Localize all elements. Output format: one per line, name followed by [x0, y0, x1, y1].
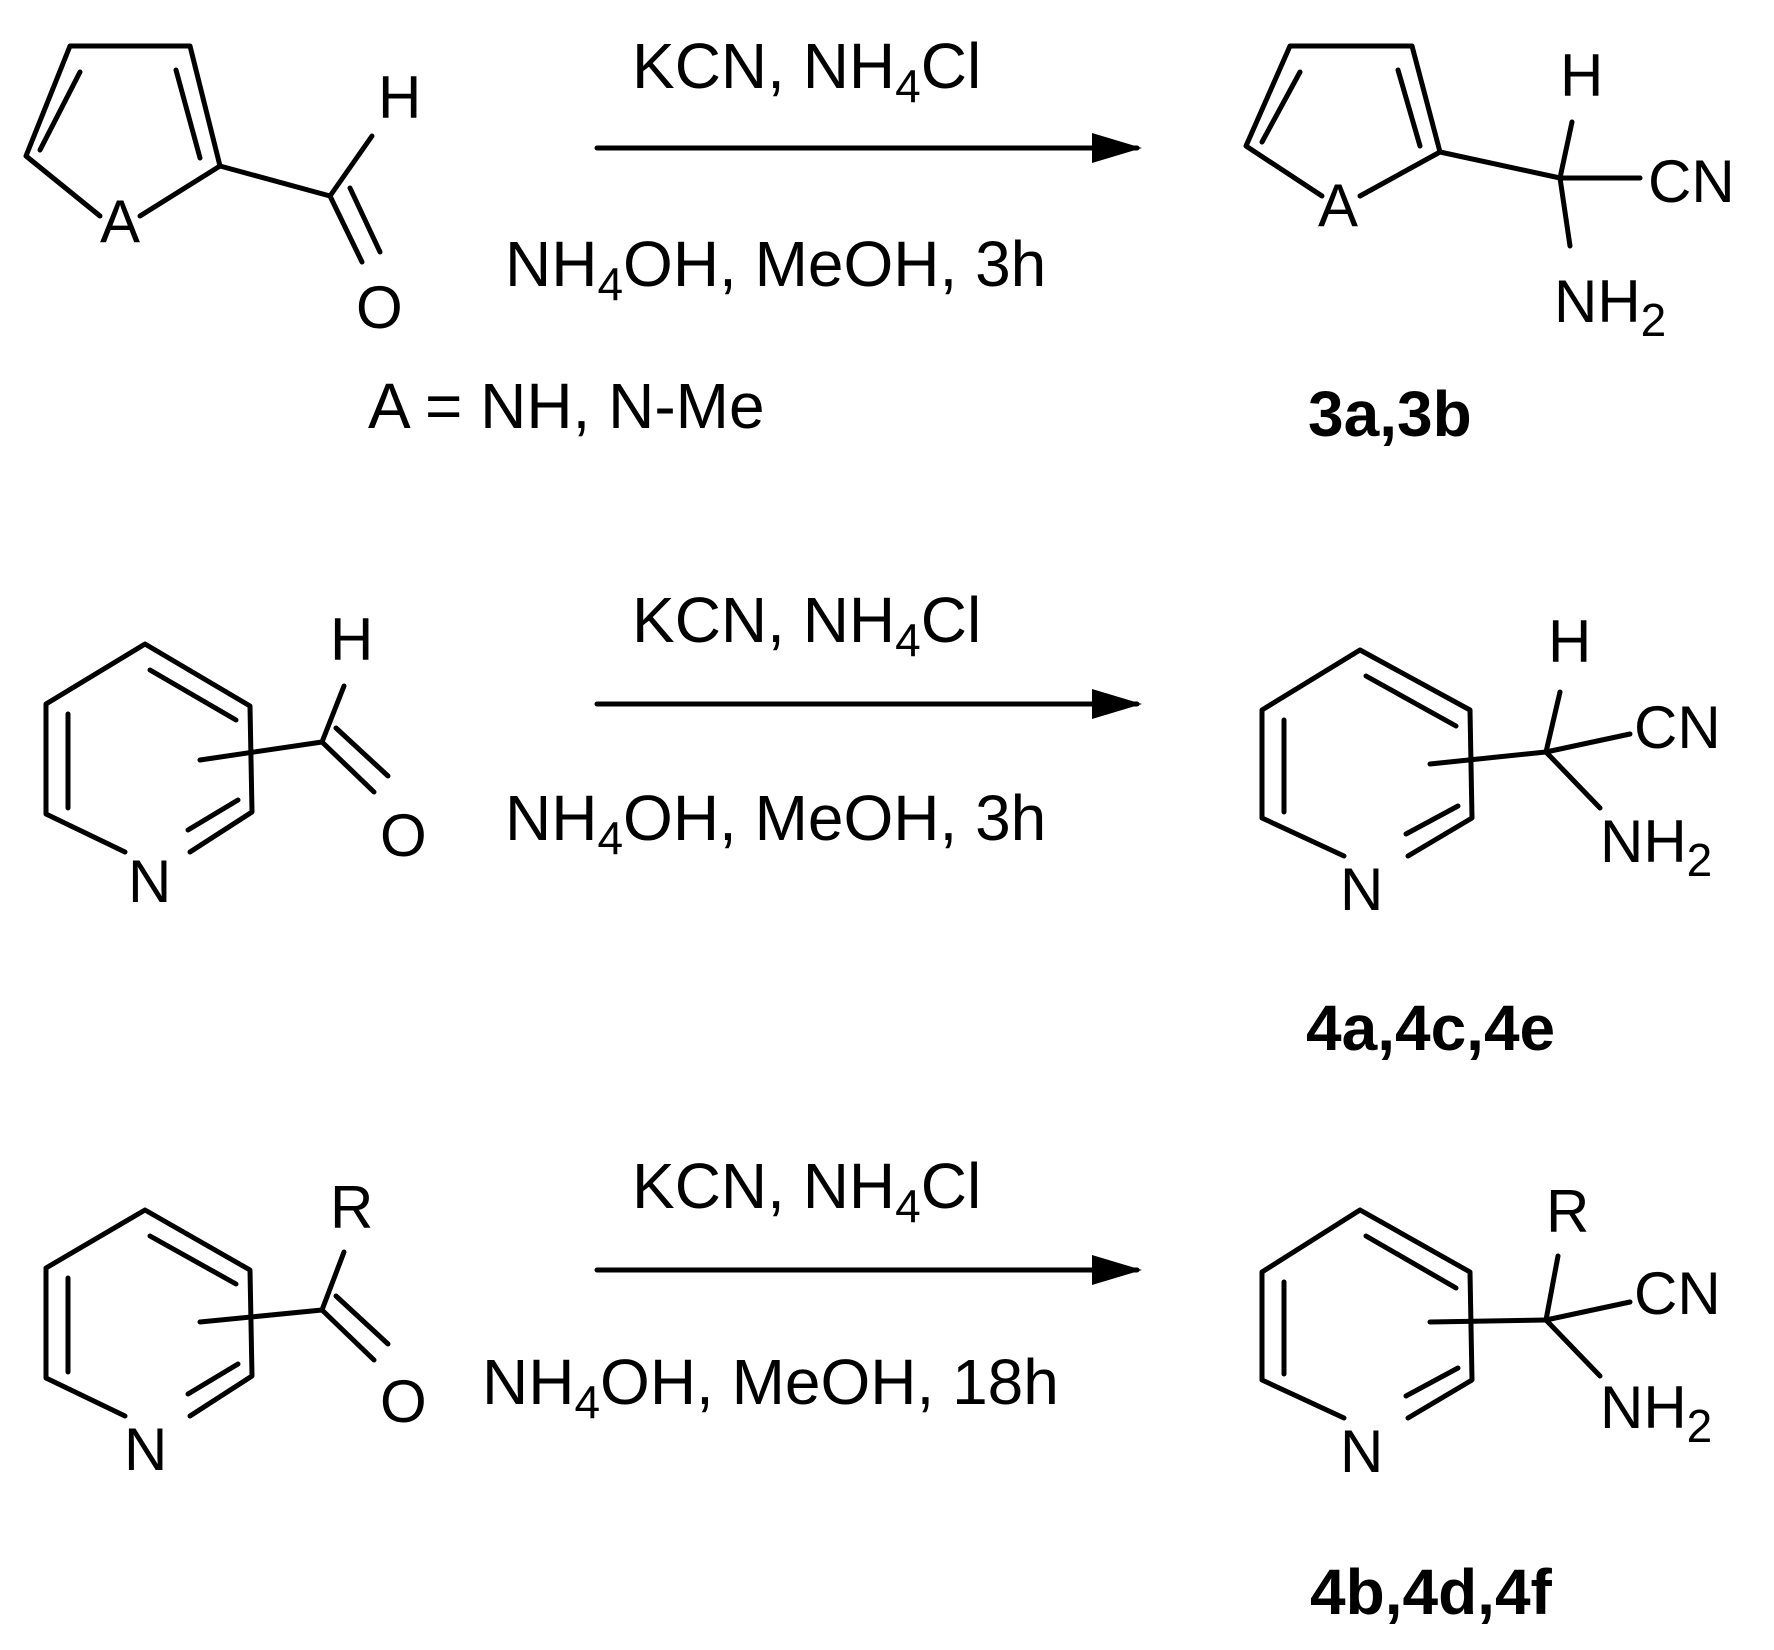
reactant-2-oxygen: O [380, 802, 427, 869]
reactant-3-carbonyl-2 [333, 1293, 391, 1347]
product-3-ring-atom: N [1340, 1418, 1383, 1485]
reaction-1-reagents-top: KCN, NH4Cl [632, 30, 981, 112]
product-1-structure: A H CN NH2 [1243, 42, 1735, 346]
product-1-amine: NH2 [1554, 268, 1666, 346]
product-2-substituent: H [1548, 608, 1591, 675]
reactant-3-oxygen: O [380, 1368, 427, 1435]
product-2-ring-to-carbon [1427, 749, 1549, 767]
reaction-1-definition-note: A = NH, N-Me [368, 370, 765, 442]
reactant-2-carbonyl-1 [319, 739, 377, 795]
reactant-3-substituent: R [330, 1174, 373, 1241]
reactant-3-carbon-to-r [319, 1249, 347, 1313]
reactant-2-structure: N H O [43, 606, 427, 915]
product-2-ring-atom: N [1340, 856, 1383, 923]
reaction-3-reagents-top: KCN, NH4Cl [632, 1150, 981, 1232]
compound-label-2: 4a,4c,4e [1306, 992, 1555, 1064]
reaction-3-reagents-bottom: NH4OH, MeOH, 18h [482, 1346, 1059, 1428]
product-3-carbon-to-cn [1543, 1299, 1633, 1323]
product-3-ring-double-3 [1403, 1365, 1461, 1399]
product-1-ring-atom: A [1318, 172, 1358, 239]
compound-label-1: 3a,3b [1308, 378, 1472, 450]
reactant-2-ring-double-1 [147, 667, 239, 723]
product-2-nitrile: CN [1634, 694, 1721, 761]
reactant-1-ring-atom: A [100, 188, 140, 255]
reactant-2-carbonyl-2 [333, 725, 391, 779]
reactant-2-substituent: H [330, 606, 373, 673]
reactant-2-ring-bonds [43, 641, 255, 855]
product-3-nitrile: CN [1634, 1260, 1721, 1327]
product-2-ring-double-1 [1363, 673, 1459, 729]
reactant-1-ring-double-2 [173, 67, 203, 161]
product-1-ring-double-1 [1259, 69, 1303, 145]
product-2-ring-double-3 [1403, 803, 1461, 837]
product-2-carbon-to-nh2 [1543, 749, 1603, 811]
reactant-2-ring-double-3 [185, 797, 241, 833]
reactant-3-ring-to-carbon [197, 1307, 325, 1325]
product-3-ring-to-carbon [1427, 1317, 1549, 1325]
product-1-carbon-to-h [1557, 119, 1575, 181]
reaction-1-reagents-bottom: NH4OH, MeOH, 3h [505, 228, 1046, 310]
reactant-2-carbon-to-h [319, 683, 347, 745]
reactant-1-structure: A H O [23, 43, 421, 341]
product-3-structure: N R CN NH2 [1259, 1178, 1721, 1485]
product-1-ring-bonds [1243, 43, 1443, 199]
product-2-carbon-to-cn [1543, 731, 1633, 755]
product-1-ring-double-2 [1395, 67, 1423, 149]
product-2-ring-bonds [1259, 647, 1475, 859]
reaction-2-reagents-bottom: NH4OH, MeOH, 3h [505, 782, 1046, 864]
product-3-carbon-to-r [1543, 1253, 1561, 1323]
reaction-2: N H O KCN, NH4Cl NH4OH, MeOH, 3h N H CN … [43, 584, 1721, 1064]
compound-label-3: 4b,4d,4f [1310, 1556, 1553, 1628]
reactant-1-ring-to-carbon [217, 163, 333, 199]
product-2-amine: NH2 [1600, 808, 1712, 886]
reactant-1-substituent: H [378, 64, 421, 131]
reaction-1: A H O KCN, NH4Cl NH4OH, MeOH, 3h A = NH,… [23, 30, 1735, 450]
reactant-2-ring-atom: N [128, 848, 171, 915]
reactant-1-ring-bonds [23, 43, 223, 219]
product-1-substituent: H [1560, 42, 1603, 109]
product-3-substituent: R [1546, 1178, 1589, 1245]
reactant-1-ring-double-1 [37, 69, 83, 153]
reactant-3-ring-atom: N [124, 1416, 167, 1483]
product-3-ring-bonds [1259, 1207, 1475, 1421]
reactant-2-ring-to-carbon [197, 739, 325, 763]
product-1-carbon-to-nh2 [1557, 175, 1573, 249]
reaction-2-reagents-top: KCN, NH4Cl [632, 584, 981, 666]
reactant-1-oxygen: O [356, 274, 403, 341]
reactant-3-carbonyl-1 [319, 1307, 377, 1363]
product-3-ring-double-1 [1363, 1233, 1459, 1291]
product-3-carbon-to-nh2 [1543, 1317, 1603, 1379]
reactant-3-ring-double-1 [147, 1233, 239, 1287]
product-2-structure: N H CN NH2 [1259, 608, 1721, 923]
reactant-3-ring-double-3 [185, 1361, 241, 1397]
product-3-amine: NH2 [1600, 1374, 1712, 1452]
reactant-1-carbonyl-2 [347, 185, 383, 255]
reactant-3-ring-bonds [43, 1207, 255, 1419]
product-1-nitrile: CN [1648, 148, 1735, 215]
reactant-1-carbon-to-h [327, 133, 375, 199]
reaction-3: N R O KCN, NH4Cl NH4OH, MeOH, 18h N R CN… [43, 1150, 1721, 1628]
reactant-3-structure: N R O [43, 1174, 427, 1483]
product-1-ring-to-carbon [1437, 149, 1563, 181]
product-2-carbon-to-h [1543, 689, 1563, 755]
reactant-1-carbonyl-1 [327, 193, 365, 265]
